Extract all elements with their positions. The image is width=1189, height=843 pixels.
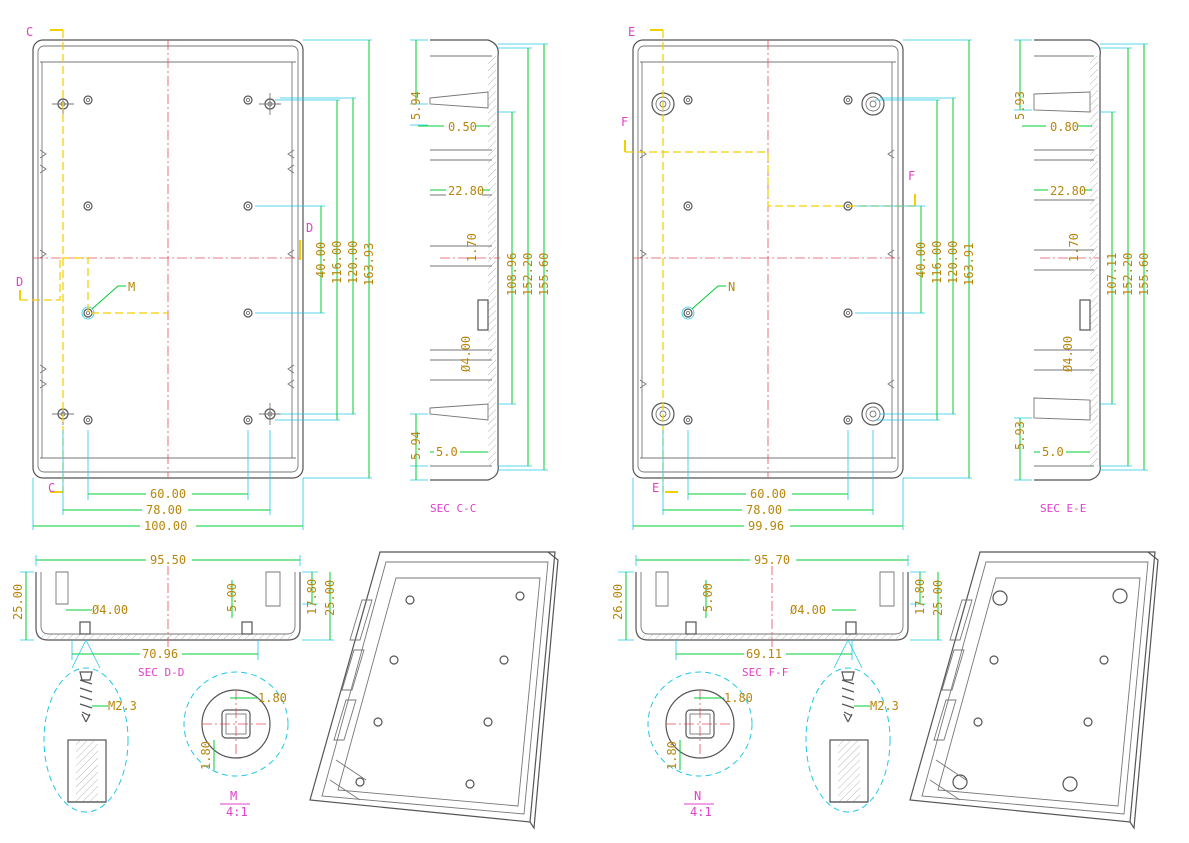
sec-e-dim-h1: 107.11	[1105, 253, 1119, 296]
sec-e-dim-gap: 1.70	[1067, 233, 1081, 262]
right-isometric-view	[909, 551, 1159, 830]
sec-d-dim-dia: Ø4.00	[92, 603, 128, 617]
sec-f-dim-height: 26.00	[611, 584, 625, 620]
detail-n-scale: 4:1	[690, 805, 712, 819]
section-line-f	[625, 151, 915, 207]
sec-d-dim-inner: 70.96	[142, 647, 178, 661]
sec-f-dim-inner: 69.11	[746, 647, 782, 661]
sec-c-title: SEC C-C	[430, 502, 476, 515]
right-detail-n: 1.80 1.80 N 4:1	[647, 671, 753, 819]
detail-m-name: M	[230, 789, 237, 803]
sec-c-dim-h3: 155.60	[537, 253, 551, 296]
sec-f-title: SEC F-F	[742, 666, 788, 679]
left-screw-detail: M2.3	[43, 639, 137, 813]
sec-f-dim-boss: 5.00	[701, 583, 715, 612]
sec-e-dim-lip: 5.0	[1042, 445, 1064, 459]
sec-e-dim-bottom: 5.93	[1013, 421, 1027, 450]
right-section-e-e: 5.93 5.93 0.80 22.80 1.70 Ø4.00 5.0 107.…	[1013, 39, 1151, 515]
section-mark-d-left: D	[16, 275, 23, 289]
sec-c-dim-bottom: 5.94	[409, 431, 423, 460]
right-section-f-f: 95.70 26.00 17.80 25.00 5.00 Ø4.00 69.11…	[611, 553, 945, 679]
callout-n: N	[728, 280, 735, 294]
sec-e-dim-h2: 152.20	[1121, 253, 1135, 296]
sec-c-dim-rib: 22.80	[448, 184, 484, 198]
plan-height-dimensions: 40.00 116.00 120.00 163.93	[255, 39, 376, 479]
dim-width-78: 78.00	[146, 503, 182, 517]
sec-e-dim-h3: 155.60	[1137, 253, 1151, 296]
dim-height-40: 40.00	[314, 242, 328, 278]
detail-n-dim-1: 1.80	[724, 691, 753, 705]
dim-height-116-right: 116.00	[930, 241, 944, 284]
dim-width-100: 100.00	[144, 519, 187, 533]
dim-height-116: 116.00	[330, 241, 344, 284]
callout-m: M	[128, 280, 135, 294]
section-mark-c-top: C	[26, 25, 33, 39]
sec-c-dim-gap: 1.70	[465, 233, 479, 262]
detail-n-name: N	[694, 789, 701, 803]
dim-height-163: 163.93	[362, 243, 376, 286]
sec-e-dim-rib: 22.80	[1050, 184, 1086, 198]
screw-label-right: M2.3	[870, 699, 899, 713]
sec-e-dim-dia: Ø4.00	[1061, 336, 1075, 372]
sec-d-dim-width: 95.50	[150, 553, 186, 567]
section-mark-d-right: D	[306, 221, 313, 235]
sec-e-dim-thick: 0.80	[1050, 120, 1079, 134]
left-section-c-c: 5.94 5.94 0.50 22.80 1.70 Ø4.00 5.0 108.…	[409, 39, 551, 515]
sec-e-dim-top: 5.93	[1013, 91, 1027, 120]
dim-height-120: 120.00	[346, 241, 360, 284]
sec-c-dim-h1: 108.96	[505, 253, 519, 296]
sec-c-dim-thick: 0.50	[448, 120, 477, 134]
dim-width-78-right: 78.00	[746, 503, 782, 517]
sec-d-dim-right-h: 25.00	[323, 580, 337, 616]
dim-width-100-right: 99.96	[748, 519, 784, 533]
right-plan-view: E E F F N 60.00 78.00 99.96 40.00 116.00	[621, 25, 976, 533]
section-mark-c-bottom: C	[48, 481, 55, 495]
right-screw-detail: M2.3	[805, 639, 899, 813]
dim-height-120-right: 120.00	[946, 241, 960, 284]
sec-e-title: SEC E-E	[1040, 502, 1086, 515]
dim-height-163-right: 163.91	[962, 243, 976, 286]
sec-d-title: SEC D-D	[138, 666, 184, 679]
mounting-bosses	[52, 93, 281, 425]
sec-f-dim-width: 95.70	[754, 553, 790, 567]
plan-height-dimensions-right: 40.00 116.00 120.00 163.91	[855, 39, 976, 479]
dim-width-60: 60.00	[150, 487, 186, 501]
section-line-d	[20, 257, 168, 314]
sec-d-dim-lip: 17.80	[305, 579, 319, 615]
left-plan-view: C C D D M 60.00 78.00 100.00	[16, 25, 376, 533]
section-mark-e-bottom: E	[652, 481, 659, 495]
sec-c-dim-lip: 5.0	[436, 445, 458, 459]
section-mark-f-right: F	[908, 169, 915, 183]
left-isometric-view	[309, 551, 559, 830]
sec-d-dim-boss: 5.00	[225, 583, 239, 612]
detail-n-dim-2: 1.80	[665, 741, 679, 770]
section-mark-e-top: E	[628, 25, 635, 39]
left-detail-m: 1.80 1.80 M 4:1	[183, 671, 289, 819]
sec-c-dim-top: 5.94	[409, 91, 423, 120]
sec-f-dim-dia: Ø4.00	[790, 603, 826, 617]
sec-f-dim-right-h: 25.00	[931, 580, 945, 616]
dim-width-60-right: 60.00	[750, 487, 786, 501]
plan-width-dimensions: 60.00 78.00 100.00	[32, 430, 304, 533]
left-section-d-d: 95.50 25.00 17.80 25.00 5.00 Ø4.00 70.96…	[11, 553, 337, 679]
sec-f-dim-lip: 17.80	[913, 579, 927, 615]
section-mark-f-left: F	[621, 115, 628, 129]
sec-d-dim-height: 25.00	[11, 584, 25, 620]
plan-width-dimensions-right: 60.00 78.00 99.96	[632, 430, 904, 533]
detail-m-dim-1: 1.80	[258, 691, 287, 705]
detail-m-dim-2: 1.80	[199, 741, 213, 770]
dim-height-40-right: 40.00	[914, 242, 928, 278]
sec-c-dim-dia: Ø4.00	[459, 336, 473, 372]
screw-label-left: M2.3	[108, 699, 137, 713]
detail-m-scale: 4:1	[226, 805, 248, 819]
sec-c-dim-h2: 152.20	[521, 253, 535, 296]
